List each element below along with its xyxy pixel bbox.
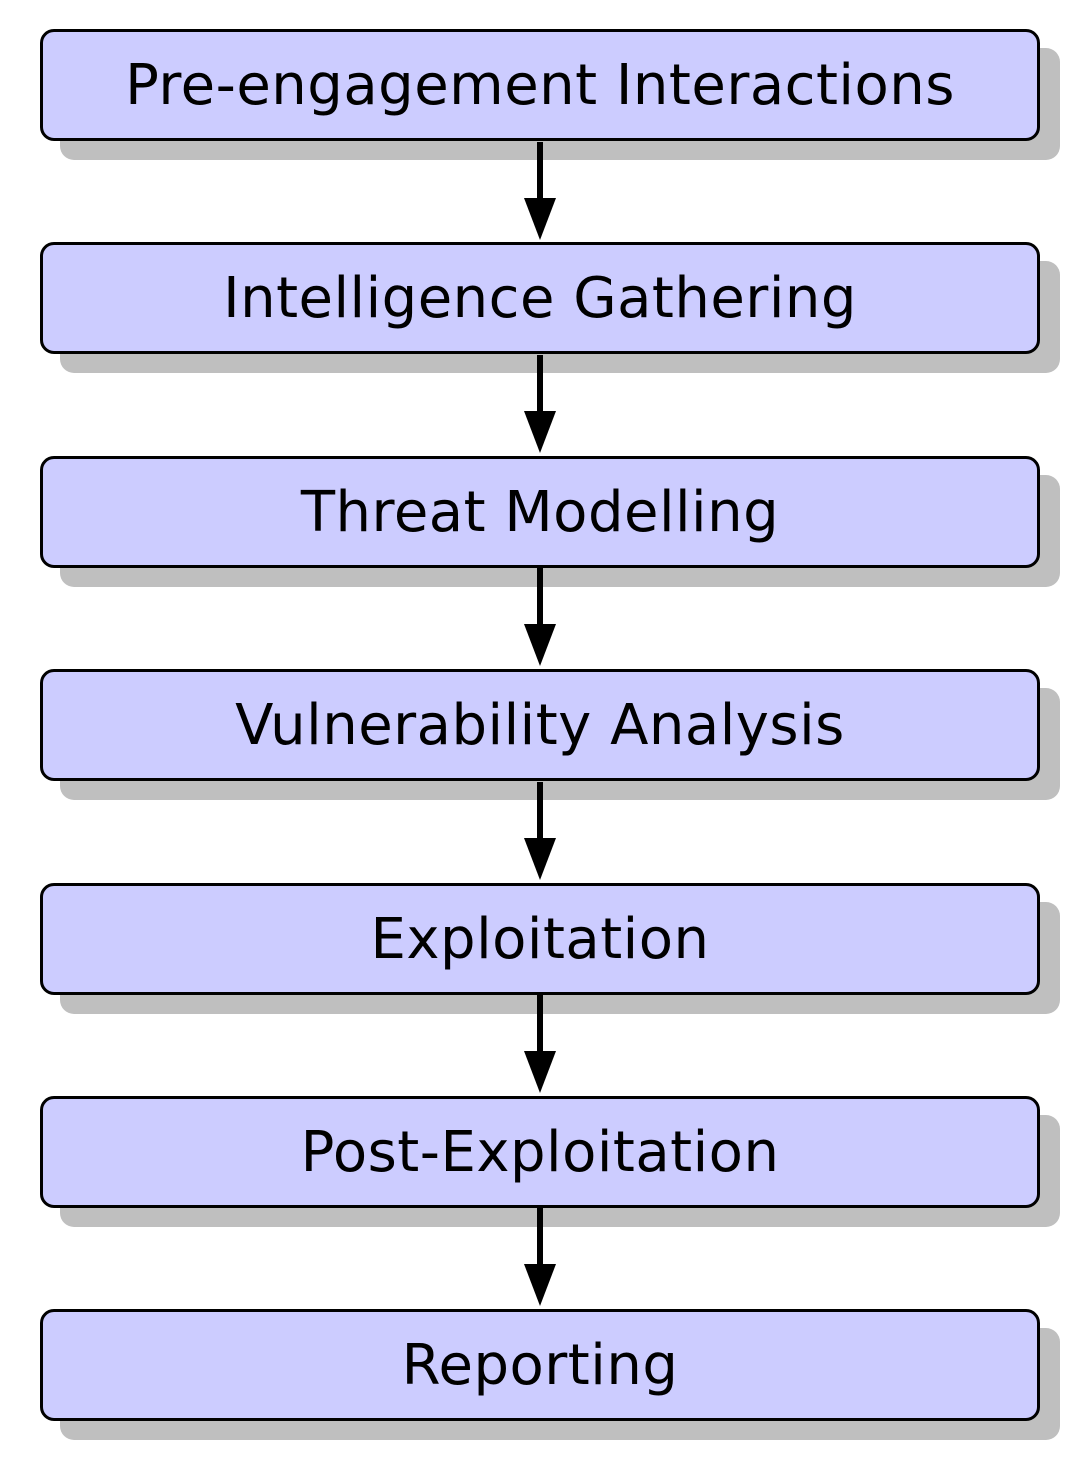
step-label: Reporting <box>401 1332 679 1398</box>
step-vulnerability-analysis: Vulnerability Analysis <box>40 669 1060 800</box>
arrow-down-icon <box>524 142 556 240</box>
step-reporting: Reporting <box>40 1309 1060 1440</box>
step-box: Pre-engagement Interactions <box>40 29 1040 141</box>
step-label: Intelligence Gathering <box>223 265 857 331</box>
step-label: Pre-engagement Interactions <box>125 52 955 118</box>
arrow-down-icon <box>524 782 556 880</box>
arrow-down-icon <box>524 1208 556 1306</box>
step-pre-engagement-interactions: Pre-engagement Interactions <box>40 29 1060 160</box>
step-box: Exploitation <box>40 883 1040 995</box>
step-box: Intelligence Gathering <box>40 242 1040 354</box>
step-box: Reporting <box>40 1309 1040 1421</box>
arrow-down-icon <box>524 355 556 453</box>
arrow-down-icon <box>524 995 556 1093</box>
step-label: Exploitation <box>370 906 710 972</box>
step-intelligence-gathering: Intelligence Gathering <box>40 242 1060 373</box>
step-box: Post-Exploitation <box>40 1096 1040 1208</box>
step-box: Threat Modelling <box>40 456 1040 568</box>
step-post-exploitation: Post-Exploitation <box>40 1096 1060 1227</box>
step-label: Threat Modelling <box>300 479 780 545</box>
step-box: Vulnerability Analysis <box>40 669 1040 781</box>
step-label: Post-Exploitation <box>300 1119 780 1185</box>
step-label: Vulnerability Analysis <box>235 692 845 758</box>
arrow-down-icon <box>524 568 556 666</box>
step-threat-modelling: Threat Modelling <box>40 456 1060 587</box>
step-exploitation: Exploitation <box>40 883 1060 1014</box>
